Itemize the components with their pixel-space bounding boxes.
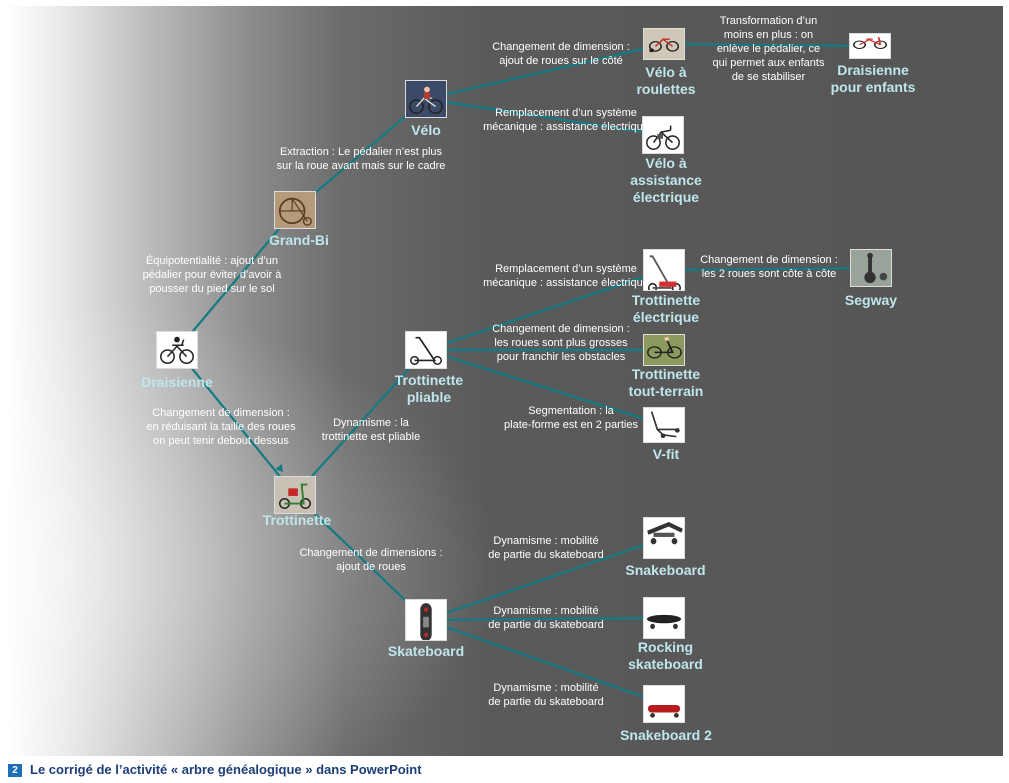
training-wheels-bike-icon	[643, 28, 685, 60]
edge-label-draisienne-to-grandbi: Équipotentialité : ajout d’un pédalier p…	[142, 255, 282, 295]
training-wheels-bike-icon-drawing	[644, 29, 684, 59]
edge-label-grandbi-to-velo: Extraction : Le pédalier n’est plus sur …	[276, 146, 446, 172]
balance-bike-icon-drawing	[850, 34, 890, 58]
link-skateboard-to-snakeboard2	[425, 618, 665, 706]
link-trottinette-to-trott_pliable	[294, 349, 427, 496]
electric-scooter-icon	[643, 249, 685, 291]
link-trottinette-to-skateboard	[294, 494, 427, 621]
edge-label-trott_pliable-to-trott_elec: Remplacement d’un système mécanique : as…	[483, 263, 649, 289]
node-label-draisienne_enfants: Draisienne pour enfants	[830, 62, 916, 95]
offroad-scooter-icon-drawing	[644, 335, 684, 365]
edge-label-trott_pliable-to-vfit: Segmentation : la plate-forme est en 2 p…	[504, 405, 638, 431]
edge-label-skateboard-to-rocking: Dynamisme : mobilité de partie du skateb…	[488, 605, 604, 631]
link-velo-to-velo_elec	[425, 97, 664, 137]
snakeboard-2-icon-drawing	[644, 686, 684, 722]
node-label-snakeboard2: Snakeboard 2	[620, 727, 712, 743]
snakeboard-icon	[643, 517, 685, 559]
rocking-skateboard-icon	[643, 597, 685, 639]
segway-icon	[850, 249, 892, 287]
link-grandbi-to-velo	[294, 98, 427, 211]
edge-label-skateboard-to-snakeboard: Dynamisme : mobilité de partie du skateb…	[488, 535, 604, 561]
snakeboard-2-icon	[643, 685, 685, 723]
node-label-draisienne: Draisienne	[141, 374, 213, 390]
segway-icon-drawing	[851, 250, 891, 286]
edge-label-velo_roulettes-to-draisienne_enfants: Transformation d’un moins en plus : on e…	[712, 15, 825, 83]
node-label-trottinette: Trottinette	[262, 512, 332, 528]
figure-caption: 2 Le corrigé de l’activité « arbre généal…	[8, 762, 422, 777]
folding-scooter-icon	[405, 331, 447, 369]
node-label-rocking: Rocking skateboard	[628, 639, 703, 672]
edge-label-trottinette-to-skateboard: Changement de dimensions : ajout de roue…	[299, 547, 443, 573]
folding-scooter-icon-drawing	[406, 332, 446, 368]
bicycle-icon-drawing	[406, 81, 446, 117]
vfit-icon-drawing	[644, 408, 684, 442]
edge-label-trott_elec-to-segway: Changement de dimension : les 2 roues so…	[700, 254, 838, 280]
rocking-skateboard-icon-drawing	[644, 598, 684, 638]
edge-label-draisienne-to-trottinette: Changement de dimension : en réduisant l…	[146, 407, 296, 447]
draisienne-icon	[156, 331, 198, 369]
draisienne-icon-drawing	[157, 332, 197, 368]
balance-bike-icon	[849, 33, 891, 59]
arrowhead-draisienne-trottinette	[275, 463, 283, 472]
link-draisienne-to-grandbi	[176, 209, 296, 351]
penny-farthing-icon	[274, 191, 316, 229]
edge-label-velo-to-velo_elec: Remplacement d’un système mécanique : as…	[483, 107, 649, 133]
link-skateboard-to-rocking	[425, 616, 665, 622]
snakeboard-icon-drawing	[644, 518, 684, 558]
link-trott_elec-to-segway	[663, 266, 872, 272]
link-layer	[176, 42, 872, 706]
electric-bike-icon-drawing	[643, 117, 683, 153]
node-label-trott_elec: Trottinette électrique	[631, 292, 701, 325]
node-label-snakeboard: Snakeboard	[625, 562, 706, 578]
link-skateboard-to-snakeboard	[425, 536, 665, 622]
edge-label-trottinette-to-trott_pliable: Dynamisme : la trottinette est pliable	[321, 417, 421, 443]
caption-text: Le corrigé de l’activité « arbre généalo…	[30, 762, 422, 777]
link-velo-to-velo_roulettes	[425, 42, 665, 101]
penny-farthing-icon-drawing	[275, 192, 315, 228]
link-trott_pliable-to-vfit	[425, 348, 665, 427]
link-trott_pliable-to-trott_elec	[425, 268, 665, 352]
node-label-segway: Segway	[844, 292, 898, 308]
bicycle-icon	[405, 80, 447, 118]
diagram-canvas: Draisienne Grand-Bi Vélo Vélo à roulettes Dr…	[6, 6, 1003, 756]
skateboard-icon	[405, 599, 447, 641]
skateboard-icon-drawing	[406, 600, 446, 640]
electric-bike-icon	[642, 116, 684, 154]
node-label-skateboard: Skateboard	[387, 643, 465, 659]
node-label-trott_tt: Trottinette tout-terrain	[628, 366, 704, 399]
offroad-scooter-icon	[643, 334, 685, 366]
caption-number-badge: 2	[8, 764, 22, 777]
node-label-velo: Vélo	[411, 122, 441, 138]
edge-label-trott_pliable-to-trott_tt: Changement de dimension : les roues sont…	[492, 323, 630, 363]
scooter-icon	[274, 476, 316, 514]
node-label-vfit: V-fit	[652, 446, 680, 462]
link-velo_roulettes-to-draisienne_enfants	[663, 42, 871, 48]
electric-scooter-icon-drawing	[644, 250, 684, 290]
node-label-grandbi: Grand-Bi	[269, 232, 329, 248]
scooter-icon-drawing	[275, 477, 315, 513]
node-label-trott_pliable: Trottinette pliable	[394, 372, 464, 405]
node-label-velo_elec: Vélo à assistance électrique	[630, 155, 702, 205]
edge-label-skateboard-to-snakeboard2: Dynamisme : mobilité de partie du skateb…	[488, 682, 604, 708]
edge-label-velo-to-velo_roulettes: Changement de dimension : ajout de roues…	[492, 41, 630, 67]
link-draisienne-to-trottinette	[176, 349, 296, 496]
node-label-velo_roulettes: Vélo à roulettes	[636, 64, 696, 97]
vfit-icon	[643, 407, 685, 443]
